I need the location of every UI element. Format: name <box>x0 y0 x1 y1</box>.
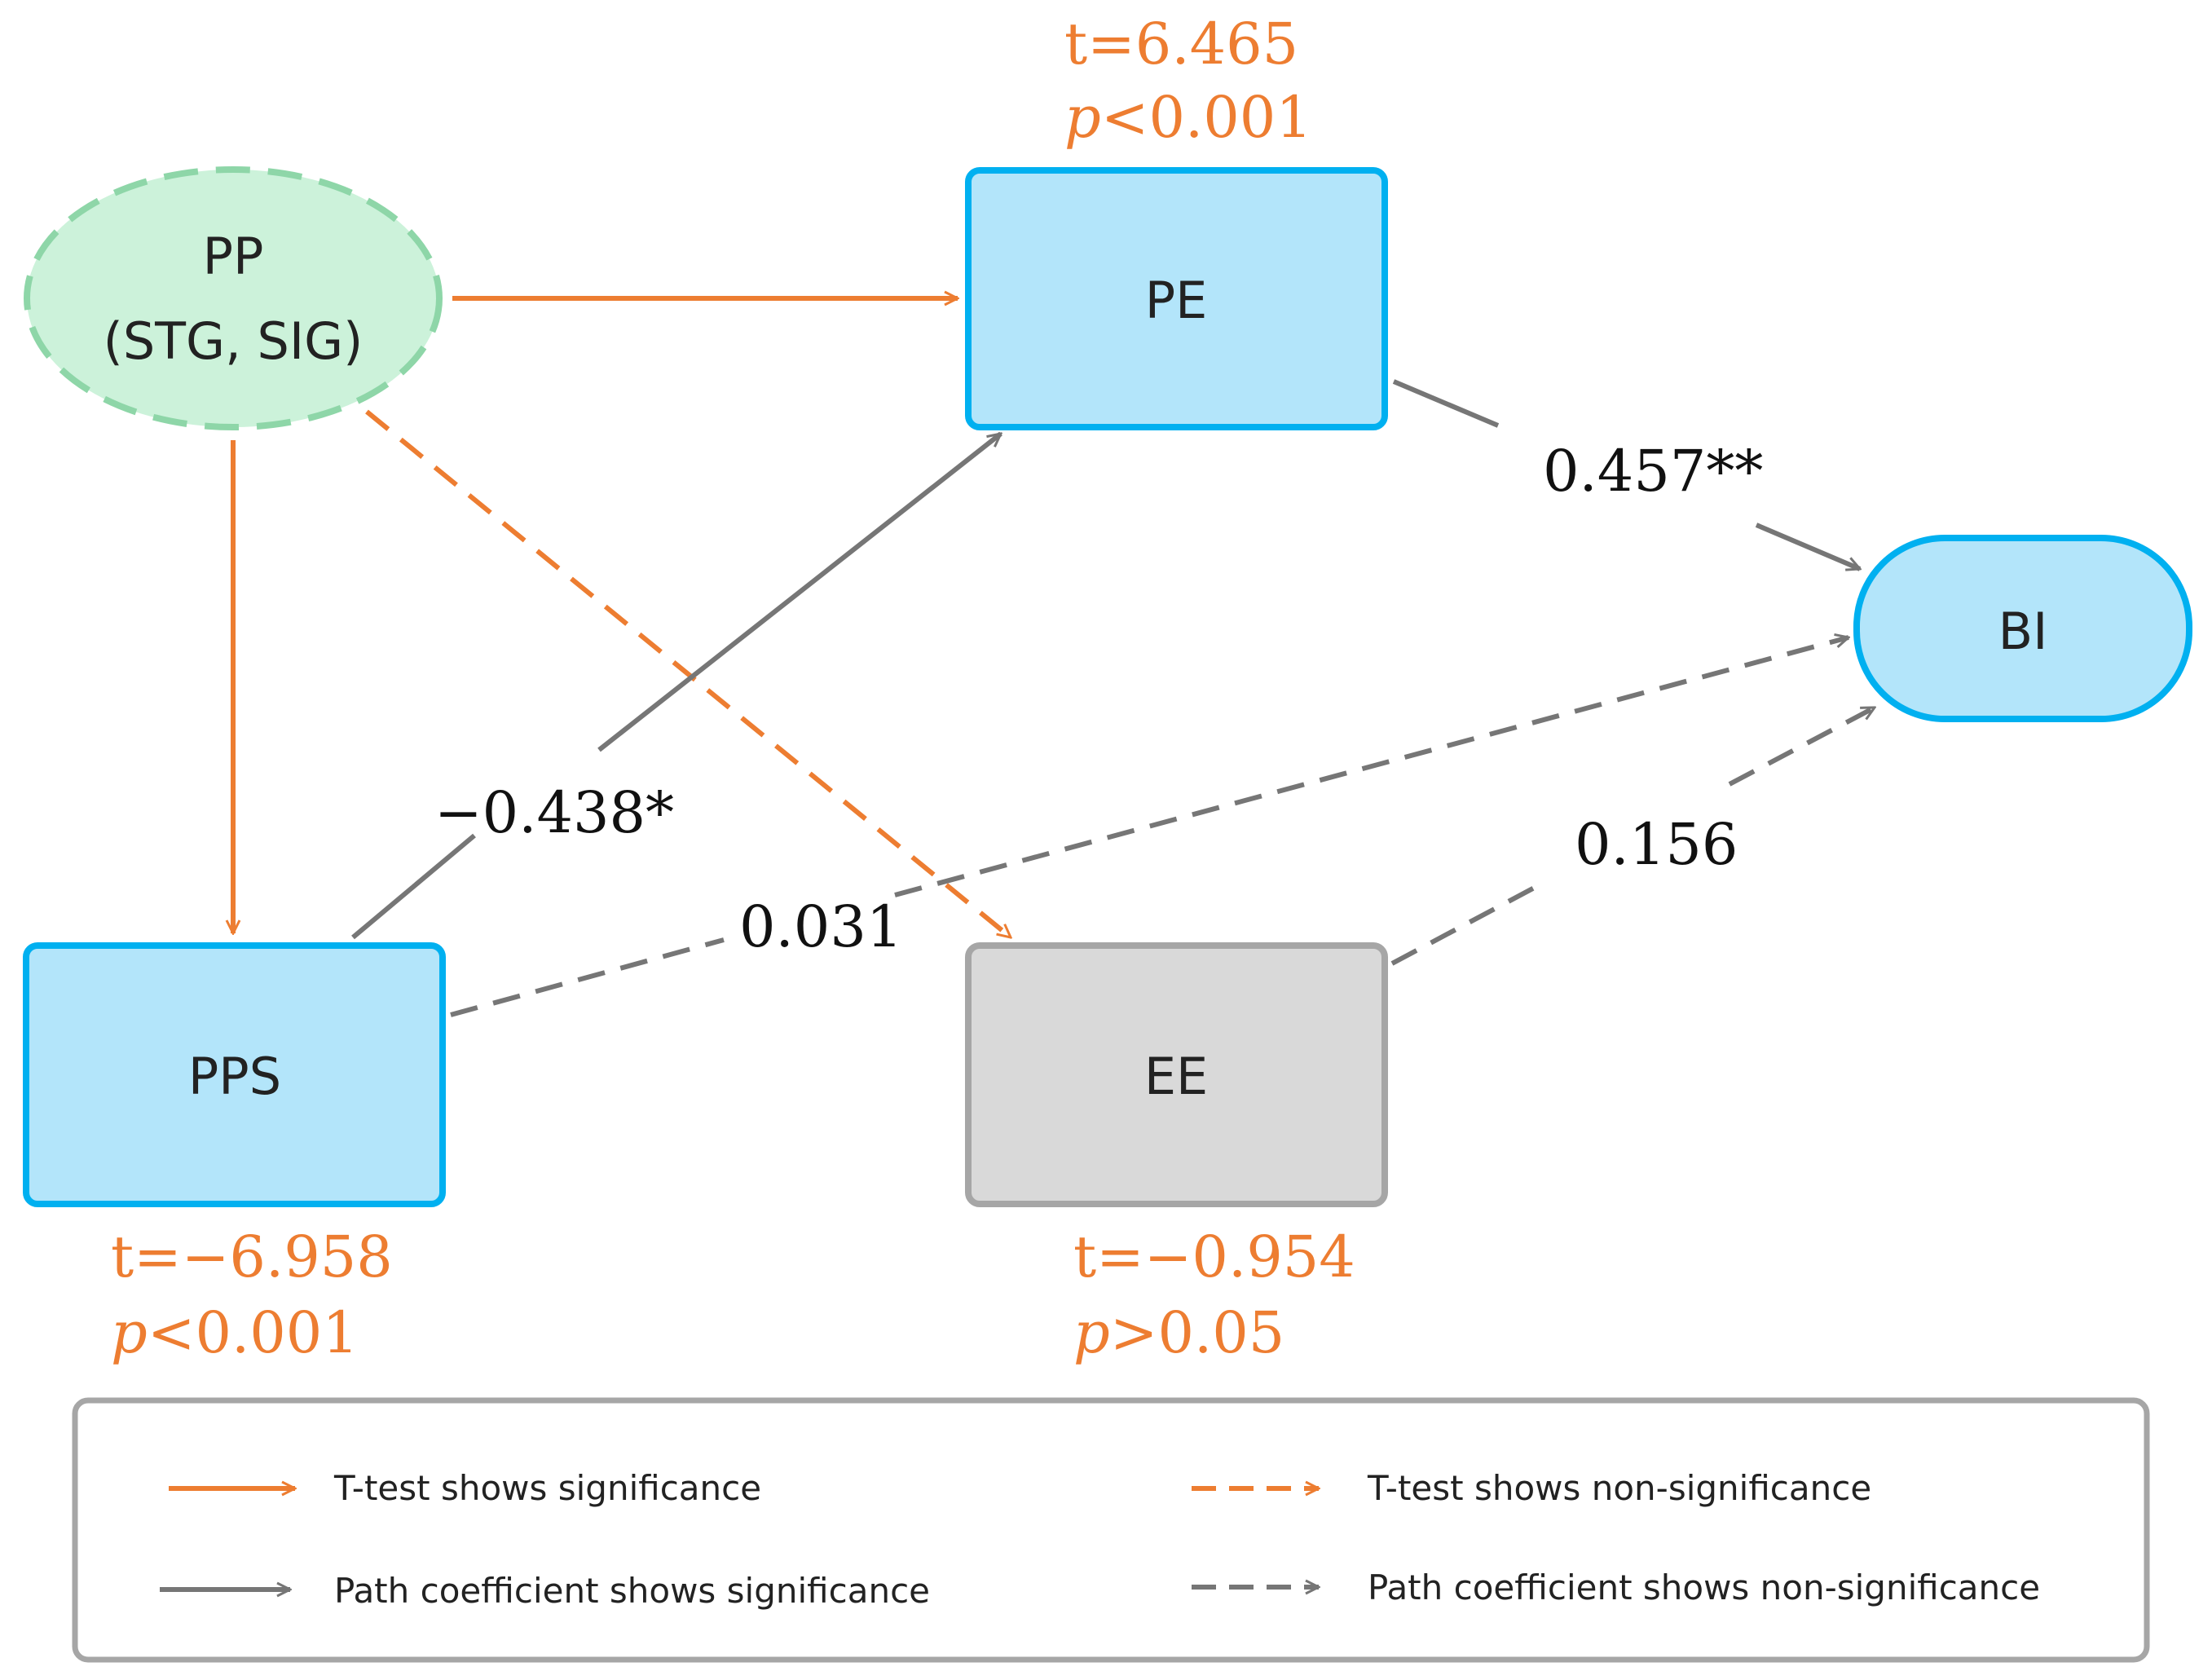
ee-t-value: t=−0.954 <box>1073 1224 1355 1290</box>
pp-label: PP <box>203 227 264 286</box>
bi-label: BI <box>1998 602 2048 661</box>
arrow-pps-bi <box>450 637 1848 1017</box>
node-ee: EE <box>965 942 1388 1207</box>
coef-pps-bi: 0.031 <box>739 893 902 960</box>
pps-stats: t=−6.958 p<0.001 <box>111 1224 393 1366</box>
coef-ee-bi: 0.156 <box>1575 811 1738 878</box>
pps-label: PPS <box>188 1047 281 1106</box>
legend-path-nonsig-label: Path coefficient shows non-significance <box>1368 1568 2040 1607</box>
legend-t-sig-label: T-test shows significance <box>333 1468 761 1508</box>
legend: T-test shows significance T-test shows n… <box>72 1397 2150 1663</box>
pe-box <box>965 167 1388 430</box>
pps-t-value: t=−6.958 <box>111 1224 393 1290</box>
legend-path-sig-label: Path coefficient shows significance <box>334 1571 930 1611</box>
legend-t-nonsig-label: T-test shows non-significance <box>1367 1468 1871 1508</box>
arrow-pe-bi <box>1392 379 1860 571</box>
pe-p-value: p<0.001 <box>1064 84 1312 151</box>
pp-sublabel: (STG, SIG) <box>104 311 364 371</box>
node-bi: BI <box>1853 535 2192 722</box>
ee-box <box>965 942 1388 1207</box>
coef-pps-pe: −0.438* <box>434 779 674 846</box>
coef-pe-bi: 0.457** <box>1543 438 1763 505</box>
node-pe: PE <box>965 167 1388 430</box>
ee-stats: t=−0.954 p>0.05 <box>1073 1224 1355 1366</box>
arrow-pps-pe <box>351 431 1001 940</box>
node-pp: PP (STG, SIG) <box>24 166 443 430</box>
arrow-pp-ee <box>365 409 1011 940</box>
pp-ellipse <box>24 166 443 430</box>
pps-box <box>23 942 446 1207</box>
pe-t-value: t=6.465 <box>1064 11 1298 77</box>
bi-box <box>1853 535 2192 722</box>
pe-label: PE <box>1145 271 1208 330</box>
arrow-ee-bi <box>1390 705 1875 966</box>
node-pps: PPS <box>23 942 446 1207</box>
pe-stats: t=6.465 p<0.001 <box>1064 11 1312 151</box>
ee-label: EE <box>1144 1047 1208 1106</box>
legend-box <box>72 1397 2150 1663</box>
pps-p-value: p<0.001 <box>111 1299 359 1366</box>
ee-p-value: p>0.05 <box>1073 1299 1284 1366</box>
